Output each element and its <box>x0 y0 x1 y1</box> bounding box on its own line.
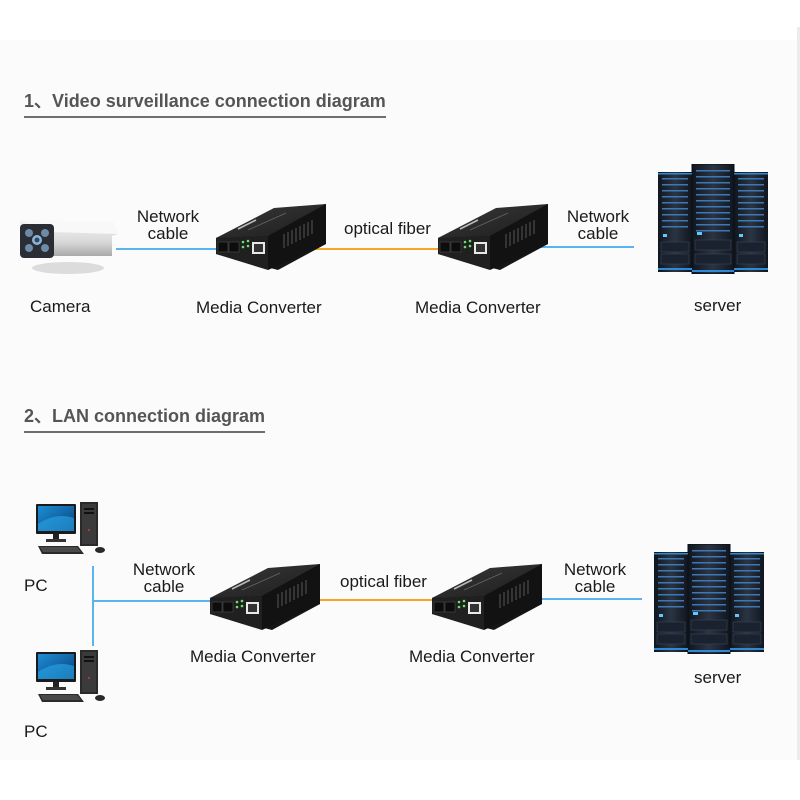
ip-camera-icon <box>18 212 118 276</box>
node-label-server: server <box>694 296 742 315</box>
link-label-line-2: cable <box>143 577 185 596</box>
right-edge-bar <box>797 27 800 760</box>
link-label-line-2: cable <box>147 224 189 243</box>
network-cable-line <box>534 598 642 600</box>
node-label-media-converter: Media Converter <box>409 647 535 666</box>
node-label-pc: PC <box>24 576 48 595</box>
link-label-optical-fiber: optical fiber <box>340 572 427 591</box>
optical-fiber-line <box>312 248 442 250</box>
network-cable-line <box>116 248 220 250</box>
link-label-line-1: Network <box>132 560 196 579</box>
desktop-pc-icon <box>36 650 116 710</box>
link-label-network-cable: Network cable <box>558 208 638 242</box>
server-rack-icon <box>654 544 764 654</box>
link-label-line-1: Network <box>136 207 200 226</box>
link-label-line-2: cable <box>577 224 619 243</box>
node-label-camera: Camera <box>30 297 91 316</box>
section-2-title: 2、LAN connection diagram <box>24 402 266 433</box>
link-label-network-cable: Network cable <box>124 561 204 595</box>
network-cable-line <box>92 566 94 646</box>
node-label-media-converter: Media Converter <box>190 647 316 666</box>
network-cable-line <box>92 600 214 602</box>
media-converter-icon <box>432 556 542 636</box>
media-converter-icon <box>438 196 548 276</box>
link-label-line-2: cable <box>574 577 616 596</box>
link-label-line-1: Network <box>563 560 627 579</box>
link-label-network-cable: Network cable <box>555 561 635 595</box>
media-converter-icon <box>210 556 320 636</box>
node-label-pc: PC <box>24 722 48 741</box>
section-1-title: 1、Video surveillance connection diagram <box>24 87 386 118</box>
optical-fiber-line <box>306 599 436 601</box>
desktop-pc-icon <box>36 502 116 562</box>
node-label-media-converter: Media Converter <box>196 298 322 317</box>
node-label-server: server <box>694 668 742 687</box>
node-label-media-converter: Media Converter <box>415 298 541 317</box>
link-label-optical-fiber: optical fiber <box>344 219 431 238</box>
server-rack-icon <box>658 164 768 274</box>
media-converter-icon <box>216 196 326 276</box>
link-label-line-1: Network <box>566 207 630 226</box>
network-cable-line <box>540 246 634 248</box>
link-label-network-cable: Network cable <box>128 208 208 242</box>
